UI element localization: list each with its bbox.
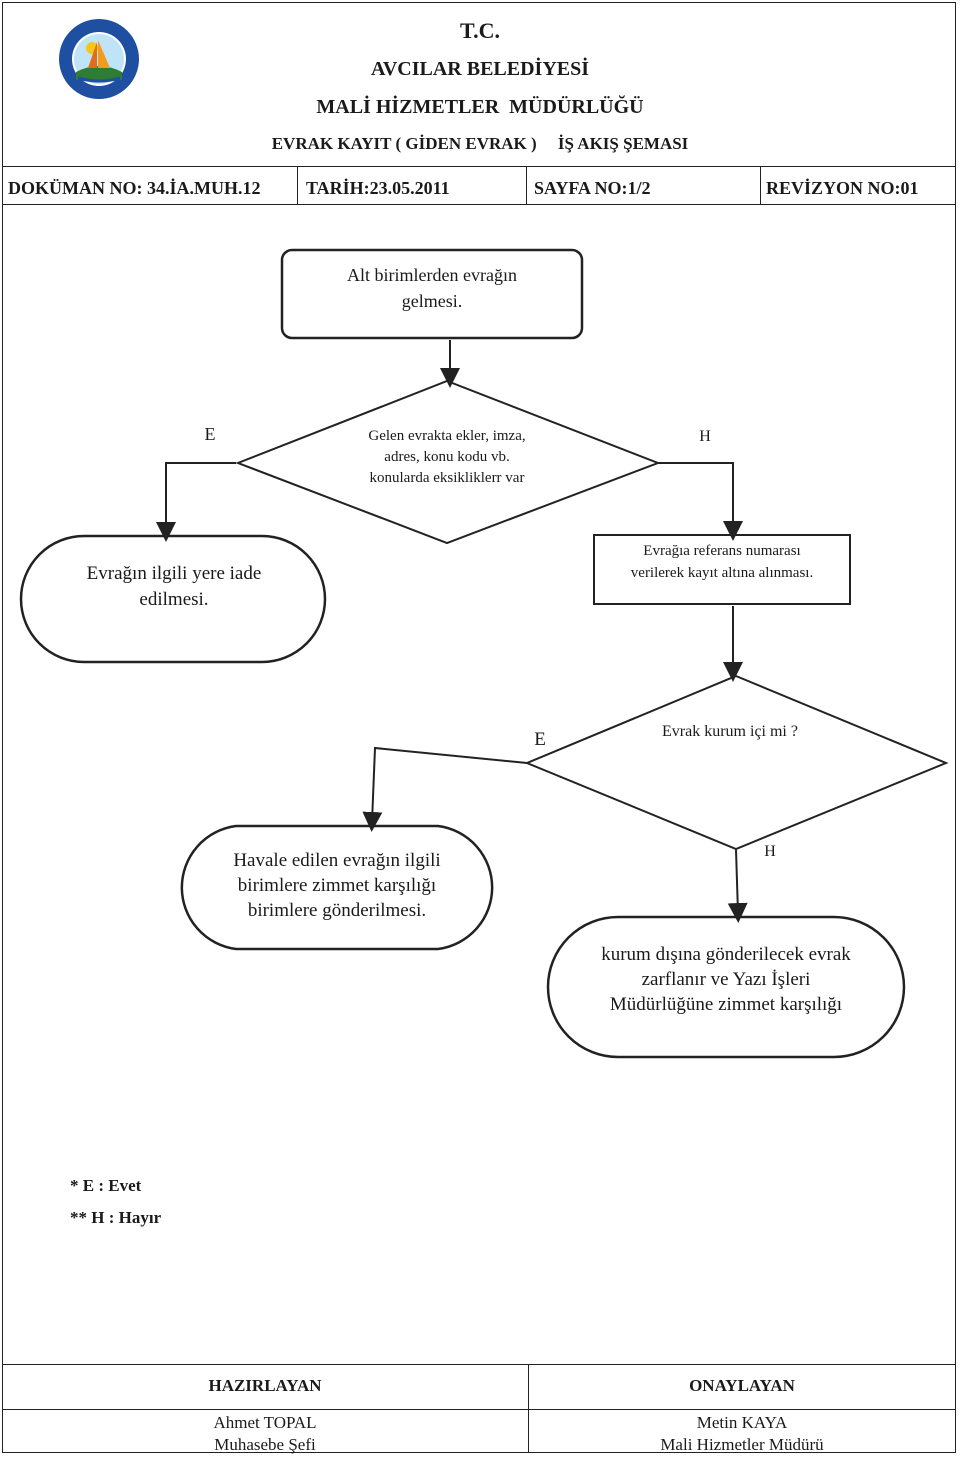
meta-divider-bottom [2, 204, 956, 205]
header-line-1: T.C. [460, 18, 500, 43]
decision-2 [524, 674, 949, 851]
meta-divider [526, 166, 527, 204]
decision1-line-3: konularda eksikliklerr var [369, 470, 525, 486]
page-number: SAYFA NO:1/2 [534, 178, 651, 198]
return-line-1: Evrağın ilgili yere iade [86, 563, 262, 584]
arrow-decision2-no [727, 849, 748, 923]
arrow-decision1-yes [156, 462, 236, 542]
external-box [546, 915, 906, 1059]
decision-1 [235, 379, 661, 545]
prepared-role: Muhasebe Şefi [214, 1435, 316, 1454]
return-box [19, 534, 327, 664]
internal-box-text: Havale edilen evrağın ilgili birimlere z… [174, 848, 500, 923]
external-line-3: Müdürlüğüne zimmet karşılığı [609, 994, 843, 1015]
internal-line-2: birimlere zimmet karşılığı [237, 875, 437, 896]
legend-no: ** H : Hayır [70, 1208, 162, 1227]
decision2-no-label: H [764, 843, 776, 860]
decision1-text: Gelen evrakta ekler, imza, adres, konu k… [300, 426, 594, 489]
decision1-line-1: Gelen evrakta ekler, imza, [368, 428, 526, 444]
arrow-decision1-no [658, 462, 743, 541]
approved-name: Metin KAYA [696, 1413, 788, 1432]
external-line-2: zarflanır ve Yazı İşleri [641, 969, 811, 990]
register-line-2: verilerek kayıt altına alınması. [630, 565, 814, 581]
internal-line-3: birimlere gönderilmesi. [247, 900, 427, 921]
doc-number: DOKÜMAN NO: 34.İA.MUH.12 [8, 178, 261, 198]
return-line-2: edilmesi. [139, 589, 209, 610]
footer-top-line [2, 1364, 956, 1365]
header-line-2: AVCILAR BELEDİYESİ [370, 58, 590, 80]
decision2-yes-label: E [534, 729, 546, 750]
legend-yes: * E : Evet [70, 1176, 142, 1195]
external-line-1: kurum dışına gönderilecek evrak [601, 944, 851, 965]
internal-line-1: Havale edilen evrağın ilgili [233, 850, 441, 871]
start-box [280, 248, 584, 340]
header-line-3: MALİ HİZMETLER MÜDÜRLÜĞÜ [316, 96, 644, 118]
register-line-1: Evrağıa referans numarası [643, 543, 801, 559]
decision1-yes-label: E [204, 424, 216, 444]
external-box-text: kurum dışına gönderilecek evrak zarflanı… [552, 942, 900, 1017]
decision2-text: Evrak kurum içi mi ? [662, 723, 798, 740]
meta-divider [760, 166, 761, 204]
doc-date: TARİH:23.05.2011 [306, 178, 450, 198]
meta-divider [297, 166, 298, 204]
header-divider [2, 166, 956, 167]
register-box [593, 534, 851, 605]
register-box-text: Evrağıa referans numarası verilerek kayı… [594, 540, 850, 584]
approved-role: Mali Hizmetler Müdürü [660, 1435, 824, 1454]
municipality-logo [58, 18, 140, 100]
decision1-line-2: adres, konu kodu vb. [384, 449, 510, 465]
prepared-title: HAZIRLAYAN [208, 1376, 322, 1395]
decision1-no-label: H [699, 428, 711, 445]
approved-block: Metin KAYA Mali Hizmetler Müdürü [528, 1412, 956, 1456]
revision-number: REVİZYON NO:01 [766, 178, 919, 198]
footer-mid-line [2, 1409, 956, 1410]
internal-box [180, 824, 494, 951]
start-box-text: Alt birimlerden evrağın gelmesi. [282, 262, 582, 314]
arrow-decision2-yes [362, 746, 528, 832]
start-line-1: Alt birimlerden evrağın [347, 265, 517, 285]
prepared-name: Ahmet TOPAL [213, 1413, 317, 1432]
start-line-2: gelmesi. [401, 291, 463, 311]
approved-title: ONAYLAYAN [689, 1376, 795, 1395]
prepared-block: Ahmet TOPAL Muhasebe Şefi [2, 1412, 528, 1456]
header-line-4: EVRAK KAYIT ( GİDEN EVRAK ) İŞ AKIŞ ŞEMA… [271, 134, 689, 153]
footer-divider [528, 1364, 529, 1453]
return-box-text: Evrağın ilgili yere iade edilmesi. [24, 561, 324, 613]
